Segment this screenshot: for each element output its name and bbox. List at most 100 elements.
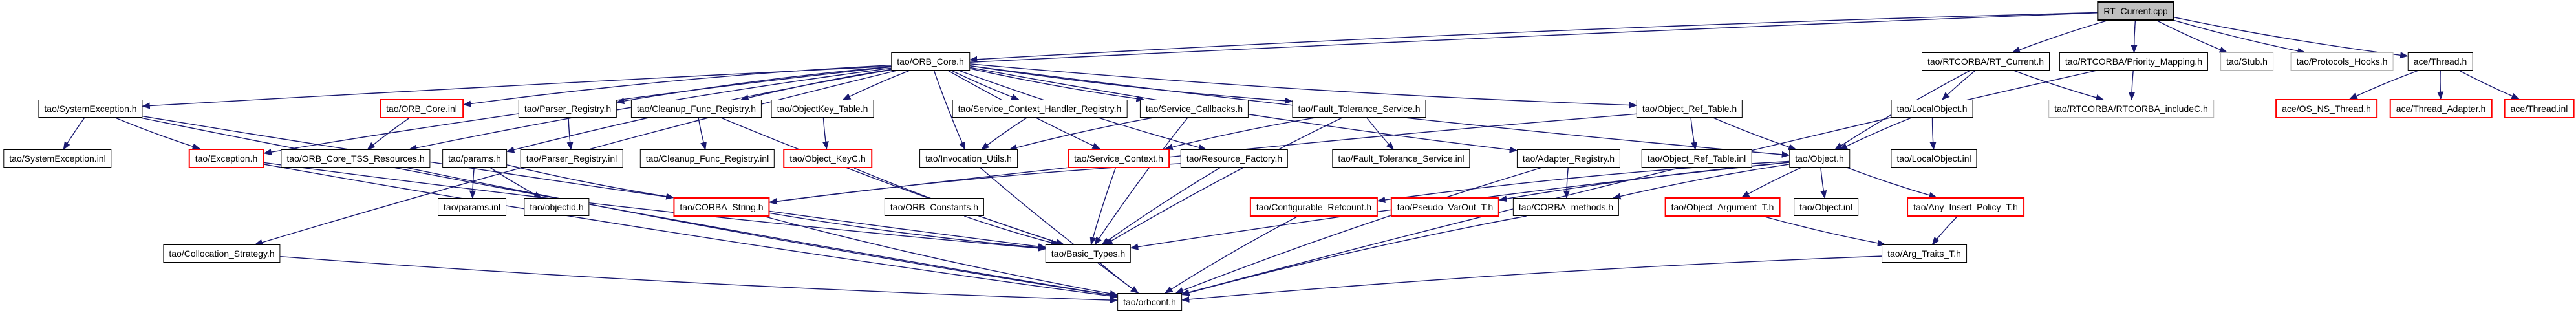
include-edge-adapter-registry-h-to-orbconf-h (1175, 167, 1543, 294)
graph-node-object-keyc-h[interactable]: tao/Object_KeyC.h (783, 149, 872, 168)
graph-node-adapter-registry-h[interactable]: tao/Adapter_Registry.h (1516, 149, 1621, 168)
graph-node-protocols-hooks-h[interactable]: tao/Protocols_Hooks.h (2290, 52, 2394, 71)
graph-node-root[interactable]: RT_Current.cpp (2097, 1, 2174, 21)
include-edge-objectkey-table-h-to-object-keyc-h (822, 117, 829, 150)
graph-node-fault-tolerance-service-h[interactable]: tao/Fault_Tolerance_Service.h (1292, 100, 1426, 118)
include-edge-cleanup-func-registry-h-to-basic-types-h (720, 117, 1065, 246)
graph-node-objectid-h[interactable]: tao/objectid.h (524, 198, 590, 216)
include-edge-fault-tolerance-service-h-to-service-context-h (1165, 117, 1316, 151)
graph-node-service-context-h[interactable]: tao/Service_Context.h (1068, 149, 1170, 168)
graph-node-arg-traits-t-h[interactable]: tao/Arg_Traits_T.h (1882, 244, 1967, 263)
graph-node-collocation-strategy-h[interactable]: tao/Collocation_Strategy.h (163, 244, 281, 263)
include-edge-orb-core-tss-resources-h-to-orbconf-h (405, 167, 1119, 299)
include-edge-ace-thread-h-to-ace-thread-inl (2459, 70, 2520, 100)
graph-node-object-inl[interactable]: tao/Object.inl (1794, 198, 1858, 216)
graph-node-orb-core-tss-resources-h[interactable]: tao/ORB_Core_TSS_Resources.h (281, 149, 431, 168)
include-edge-resource-factory-h-to-basic-types-h (1101, 167, 1221, 245)
include-edge-root-to-system-exception-h (142, 12, 2098, 109)
include-edge-object-argument-t-h-to-arg-traits-t-h (1764, 216, 1886, 246)
include-edge-orb-core-h-to-service-context-handler-registry-h (951, 70, 1020, 100)
graph-node-corba-methods-h[interactable]: tao/CORBA_methods.h (1512, 198, 1620, 216)
graph-node-invocation-utils-h[interactable]: tao/Invocation_Utils.h (919, 149, 1018, 168)
include-edge-corba-methods-h-to-orbconf-h (1181, 215, 1527, 296)
include-edge-system-exception-h-to-system-exception-inl (63, 117, 85, 151)
include-edge-orb-core-h-to-fault-tolerance-service-h (969, 65, 1293, 104)
include-edge-local-object-h-to-local-object-inl (1929, 117, 1937, 151)
include-edge-object-ref-table-h-to-object-ref-table-inl (1690, 117, 1697, 151)
graph-node-configurable-refcount-h[interactable]: tao/Configurable_Refcount.h (1249, 197, 1379, 217)
include-edge-params-h-to-corba-string-h (506, 164, 674, 200)
graph-node-object-argument-t-h[interactable]: tao/Object_Argument_T.h (1664, 197, 1781, 217)
graph-node-any-insert-policy-t-h[interactable]: tao/Any_Insert_Policy_T.h (1907, 197, 2024, 217)
include-edge-root-to-stub-h (2156, 20, 2228, 53)
graph-node-parser-registry-h[interactable]: tao/Parser_Registry.h (518, 100, 617, 118)
graph-node-orbconf-h[interactable]: tao/orbconf.h (1117, 293, 1182, 311)
include-edge-corba-string-h-to-orbconf-h (765, 216, 1119, 297)
include-edge-root-to-protocols-hooks-h (2174, 19, 2306, 54)
graph-node-corba-string-h[interactable]: tao/CORBA_String.h (673, 197, 770, 217)
include-edge-object-h-to-corba-methods-h (1612, 164, 1790, 200)
graph-node-object-h[interactable]: tao/Object.h (1789, 149, 1850, 168)
graph-node-parser-registry-inl[interactable]: tao/Parser_Registry.inl (520, 149, 623, 168)
include-edge-system-exception-h-to-basic-types-h (142, 115, 1047, 250)
include-edge-fault-tolerance-service-h-to-basic-types-h (1104, 117, 1343, 245)
graph-node-params-inl[interactable]: tao/params.inl (438, 198, 506, 216)
include-edge-service-callbacks-h-to-basic-types-h (1094, 117, 1188, 246)
include-edge-orb-core-h-to-orb-core-inl (462, 64, 892, 107)
graph-node-pseudo-varout-t-h[interactable]: tao/Pseudo_VarOut_T.h (1390, 197, 1500, 217)
graph-node-objectkey-table-h[interactable]: tao/ObjectKey_Table.h (771, 100, 874, 118)
graph-node-service-callbacks-h[interactable]: tao/Service_Callbacks.h (1139, 100, 1249, 118)
include-edge-arg-traits-t-h-to-orbconf-h (1181, 255, 1882, 303)
graph-node-basic-types-h[interactable]: tao/Basic_Types.h (1045, 244, 1132, 263)
graph-node-params-h[interactable]: tao/params.h (442, 149, 507, 168)
graph-node-cleanup-func-registry-inl[interactable]: tao/Cleanup_Func_Registry.inl (639, 149, 775, 168)
include-edge-corba-string-h-to-basic-types-h (769, 212, 1047, 251)
graph-node-fault-tolerance-service-inl[interactable]: tao/Fault_Tolerance_Service.inl (1332, 149, 1470, 168)
graph-node-local-object-inl[interactable]: tao/LocalObject.inl (1891, 149, 1977, 168)
include-edge-service-context-handler-registry-h-to-invocation-utils-h (980, 117, 1027, 150)
graph-node-system-exception-h[interactable]: tao/SystemException.h (38, 100, 143, 118)
include-edge-collocation-strategy-h-to-orbconf-h (280, 256, 1119, 304)
graph-node-cleanup-func-registry-h[interactable]: tao/Cleanup_Func_Registry.h (630, 100, 762, 118)
graph-node-orb-core-inl[interactable]: tao/ORB_Core.inl (380, 99, 464, 118)
include-edge-orb-core-h-to-service-callbacks-h (969, 68, 1144, 102)
include-edge-orb-constants-h-to-basic-types-h (964, 215, 1059, 246)
include-edge-orb-core-h-to-object-ref-table-h (969, 63, 1638, 109)
include-edge-resource-factory-h-to-corba-string-h (769, 163, 1181, 205)
include-edge-orb-core-h-to-objectkey-table-h (842, 70, 910, 100)
graph-node-exception-h[interactable]: tao/Exception.h (188, 149, 264, 168)
graph-node-stub-h[interactable]: tao/Stub.h (2220, 52, 2273, 71)
include-edge-object-h-to-any-insert-policy-t-h (1846, 167, 1938, 199)
include-edge-root-to-ace-thread-h (2174, 17, 2409, 59)
graph-node-service-context-handler-registry-h[interactable]: tao/Service_Context_Handler_Registry.h (952, 100, 1128, 118)
include-edge-any-insert-policy-t-h-to-arg-traits-t-h (1931, 216, 1958, 245)
graph-node-rtcorba-includec-h[interactable]: tao/RTCORBA/RTCORBA_includeC.h (2048, 100, 2214, 118)
graph-node-os-ns-thread-h[interactable]: ace/OS_NS_Thread.h (2275, 99, 2377, 118)
include-edge-object-h-to-object-inl (1820, 167, 1827, 199)
include-edge-exception-h-to-basic-types-h (264, 162, 1047, 252)
include-edge-root-to-rt-current-h (2012, 20, 2107, 53)
include-edge-params-h-to-params-inl (469, 167, 476, 199)
graph-node-priority-mapping-h[interactable]: tao/RTCORBA/Priority_Mapping.h (2059, 52, 2209, 71)
graph-node-ace-thread-h[interactable]: ace/Thread.h (2407, 52, 2473, 71)
graph-node-system-exception-inl[interactable]: tao/SystemException.inl (3, 149, 112, 168)
graph-node-thread-adapter-h[interactable]: ace/Thread_Adapter.h (2389, 99, 2493, 118)
graph-node-rt-current-h[interactable]: tao/RTCORBA/RT_Current.h (1922, 52, 2050, 71)
include-edge-rt-current-h-to-rtcorba-includec-h (2013, 70, 2105, 101)
include-edge-rt-current-h-to-local-object-h (1942, 70, 1976, 100)
graph-node-object-ref-table-inl[interactable]: tao/Object_Ref_Table.inl (1641, 149, 1752, 168)
graph-node-orb-core-h[interactable]: tao/ORB_Core.h (891, 52, 970, 71)
graph-node-resource-factory-h[interactable]: tao/Resource_Factory.h (1180, 149, 1289, 168)
graph-node-object-ref-table-h[interactable]: tao/Object_Ref_Table.h (1636, 100, 1743, 118)
include-edge-cleanup-func-registry-h-to-cleanup-func-registry-inl (698, 117, 707, 151)
include-edge-basic-types-h-to-orbconf-h (1099, 262, 1139, 294)
graph-node-ace-thread-inl[interactable]: ace/Thread.inl (2504, 99, 2575, 118)
graph-node-local-object-h[interactable]: tao/LocalObject.h (1891, 100, 1973, 118)
include-edge-ace-thread-h-to-thread-adapter-h (2437, 70, 2444, 100)
include-edge-ace-thread-h-to-os-ns-thread-h (2349, 70, 2419, 100)
graph-node-orb-constants-h[interactable]: tao/ORB_Constants.h (884, 198, 985, 216)
include-edge-exception-h-to-orbconf-h (264, 164, 1119, 299)
include-edge-orb-core-h-to-parser-registry-h (616, 66, 892, 105)
